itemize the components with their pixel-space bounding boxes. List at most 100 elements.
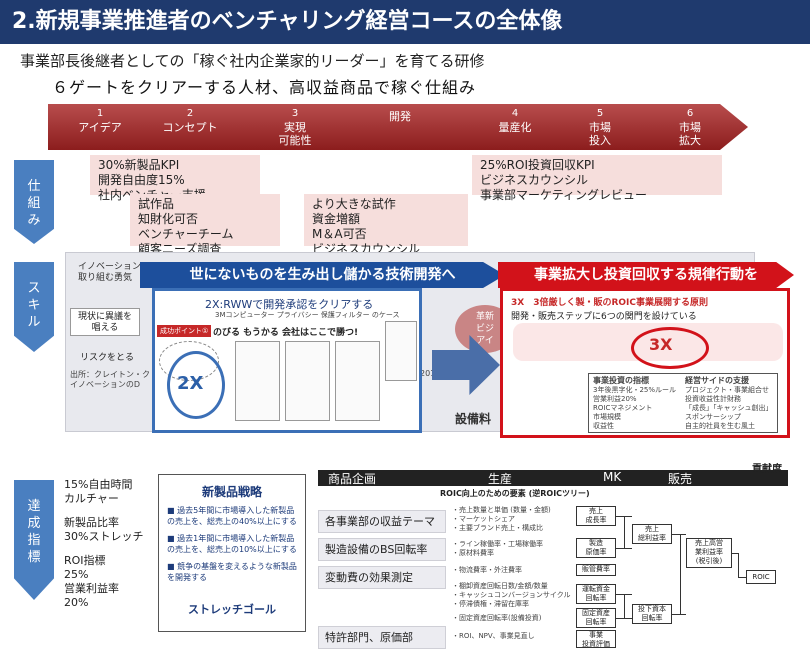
roic-driver-group: ・ROI、NPV、事業見直し bbox=[452, 632, 535, 641]
shikumi-box-3-line: M＆A可否 bbox=[312, 227, 367, 241]
process-band: 商品企画 生産 MK 販売 bbox=[318, 470, 788, 486]
equipment-label: 設備料 bbox=[455, 412, 492, 426]
gate-number: 1 bbox=[96, 108, 104, 119]
red-mult-circle bbox=[631, 327, 709, 369]
band-item: 販売 bbox=[668, 472, 693, 486]
connector-line bbox=[738, 553, 739, 577]
connector-line bbox=[680, 534, 681, 614]
red-list-item: 収益性 bbox=[593, 422, 614, 430]
red-support-item: 「成長」「キャッシュ創出」 bbox=[685, 404, 773, 412]
strategy-footer: ストレッチゴール bbox=[188, 603, 276, 616]
connector-line bbox=[616, 618, 632, 619]
gate-4: 開発 bbox=[365, 108, 435, 123]
side-label-skill: ス キ ル bbox=[14, 262, 54, 352]
skill-bg-text-1: イノベーションに 取り組む勇気 bbox=[78, 262, 150, 283]
kpi-item: カルチャー bbox=[64, 492, 119, 505]
gate-label: アイデア bbox=[78, 121, 122, 134]
blue-case-box: 2X:RWWで開発承認をクリアする 3Mコンピューター プライバシー 保護フィル… bbox=[152, 288, 422, 433]
roic-mid-box: 製造 原価率 bbox=[576, 538, 616, 558]
kpi-list: 15%自由時間 カルチャー 新製品比率 30%ストレッチ ROI指標 25% 営… bbox=[64, 478, 143, 610]
roic-driver-group: ・ライン稼働率・工場稼働率 ・原材料費率 bbox=[452, 540, 543, 558]
kpi-item: 新製品比率 bbox=[64, 516, 119, 529]
gate-label: 市場 拡大 bbox=[679, 121, 701, 147]
red-indicator-panel: 事業投資の指標 3年後黒字化・25%ルール 営業利益20% ROICマネジメント… bbox=[588, 373, 778, 433]
shikumi-box-4: 25%ROI投資回収KPI ビジネスカウンシル 事業部マーケティングレビュー bbox=[472, 155, 722, 202]
roic-driver: ・停滞債権・滞留在庫率 bbox=[452, 600, 529, 608]
roic-mid-box: 固定資産 回転率 bbox=[576, 608, 616, 628]
red-support: プロジェクト・事業組合せ 投資收益性計財務 「成長」「キャッシュ創出」 スポンサ… bbox=[685, 386, 773, 431]
roic-driver: ・原材料費率 bbox=[452, 549, 494, 557]
roic-label: 製造設備のBS回転率 bbox=[318, 538, 446, 561]
blue-mult-circle bbox=[167, 351, 225, 419]
roic-driver-group: ・売上数量と単価 (数量・金額) ・マーケットシェア ・主要ブランド売上・構成比 bbox=[452, 506, 551, 533]
gate-1: 1 アイデア bbox=[65, 108, 135, 134]
shikumi-box-3-line: より大きな試作 bbox=[312, 197, 396, 211]
blue-banner: 世にないものを生み出し儲かる技術開発へ bbox=[140, 262, 505, 288]
gate-label: コンセプト bbox=[162, 121, 218, 134]
red-support-item: プロジェクト・事業組合せ bbox=[685, 386, 769, 394]
red-box-title: 3X 3倍厳しく製・販のROIC事業展開する原則 bbox=[511, 298, 708, 308]
kpi-item: 15%自由時間 bbox=[64, 478, 133, 491]
kpi-item: 30%ストレッチ bbox=[64, 530, 144, 543]
shikumi-box-3: より大きな試作 資金増額 M＆A可否 ビジネスカウンシル bbox=[304, 194, 468, 256]
gate-label: 実現 可能性 bbox=[278, 121, 312, 147]
red-support-title: 経営サイドの支援 bbox=[685, 376, 749, 385]
roic-driver: ・キャッシュコンバージョンサイクル bbox=[452, 591, 571, 599]
roic-mid-box: 事業 投資評価 bbox=[576, 630, 616, 648]
roic-driver: ・ライン稼働率・工場稼働率 bbox=[452, 540, 543, 548]
kpi-item: 20% bbox=[64, 596, 89, 609]
blue-box-caption: 成功ポイント① bbox=[157, 325, 212, 337]
roic-result-box: ROIC bbox=[746, 570, 776, 584]
roic-mid-box: 運転資金 回転率 bbox=[576, 584, 616, 604]
strategy-bullet: 競争の基盤を変えるような新製品を開発する bbox=[167, 562, 297, 582]
red-support-item: 投資收益性計財務 bbox=[685, 395, 741, 403]
red-list-item: 営業利益20% bbox=[593, 395, 637, 403]
gate-label: 市場 投入 bbox=[589, 121, 611, 147]
roic-driver: ・売上数量と単価 (数量・金額) bbox=[452, 506, 551, 514]
roic-label: 特許部門、原価部 bbox=[318, 626, 446, 649]
shikumi-box-3-line: 資金増額 bbox=[312, 212, 361, 226]
blue-box-grid-1 bbox=[235, 341, 280, 421]
roic-label: 変動費の効果測定 bbox=[318, 566, 446, 589]
red-list-item: 3年後黒字化・25%ルール bbox=[593, 386, 677, 394]
page-title: 2.新規事業推進者のベンチャリング経営コースの全体像 bbox=[0, 0, 810, 44]
skill-bg-caption: 出所：クレイトン・ク イノベーションのD bbox=[70, 370, 150, 389]
skill-bg-text-3: リスクをとる bbox=[80, 353, 135, 363]
roic-upper-box: 投下資本 回転率 bbox=[632, 604, 672, 624]
roic-driver-group: ・固定資産回転率(設備投資) bbox=[452, 614, 541, 623]
gate-number: 2 bbox=[186, 108, 194, 119]
strategy-title: 新製品戦略 bbox=[201, 485, 262, 499]
subtitle: 事業部長後継者としての「稼ぐ社内企業家的リーダー」を育てる研修 bbox=[20, 52, 485, 70]
roic-label: 各事業部の収益テーマ bbox=[318, 510, 446, 533]
strategy-box: 新製品戦略 ■ 過去5年間に市場導入した新製品の売上を、総売上の40%以上にする… bbox=[158, 474, 306, 632]
shikumi-box-2-line: ベンチャーチーム bbox=[138, 227, 234, 241]
band-item: 生産 bbox=[488, 472, 513, 486]
gate-arrow bbox=[48, 104, 748, 150]
shikumi-box-1-line: 開発自由度15% bbox=[98, 173, 185, 187]
gate-2: 2 コンセプト bbox=[155, 108, 225, 134]
shikumi-box-2-line: 試作品 bbox=[138, 197, 175, 211]
roic-driver: ・主要ブランド売上・構成比 bbox=[452, 524, 543, 532]
roic-driver: ・固定資産回転率(設備投資) bbox=[452, 614, 542, 622]
blue-box-sub: 3Mコンピューター プライバシー 保護フィルター のケース bbox=[215, 311, 400, 319]
blue-box-headline: のびる もうかる 会社はここで勝つ! bbox=[213, 328, 359, 338]
connector-line bbox=[624, 516, 625, 548]
red-support-item: 自主的社員を生む風土 bbox=[685, 422, 755, 430]
connector-line bbox=[732, 553, 738, 554]
strategy-bullets: ■ 過去5年間に市場導入した新製品の売上を、総売上の40%以上にする ■ 過去1… bbox=[167, 506, 297, 582]
connector-line bbox=[672, 614, 686, 615]
blue-box-grid-2 bbox=[285, 341, 330, 421]
connector-line bbox=[672, 534, 686, 535]
red-support-item: スポンサーシップ bbox=[685, 413, 741, 421]
band-item: 商品企画 bbox=[328, 472, 377, 486]
skill-bg-text-2: 現状に異議を 唱える bbox=[70, 308, 140, 336]
red-list-item: 市場規模 bbox=[593, 413, 621, 421]
blue-box-photo bbox=[385, 321, 417, 381]
strategy-bullet: 過去5年間に市場導入した新製品の売上を、総売上の40%以上にする bbox=[167, 506, 297, 526]
gate-label: 開発 bbox=[389, 110, 411, 123]
gate-number: 3 bbox=[291, 108, 299, 119]
gate-3: 3 実現 可能性 bbox=[260, 108, 330, 147]
